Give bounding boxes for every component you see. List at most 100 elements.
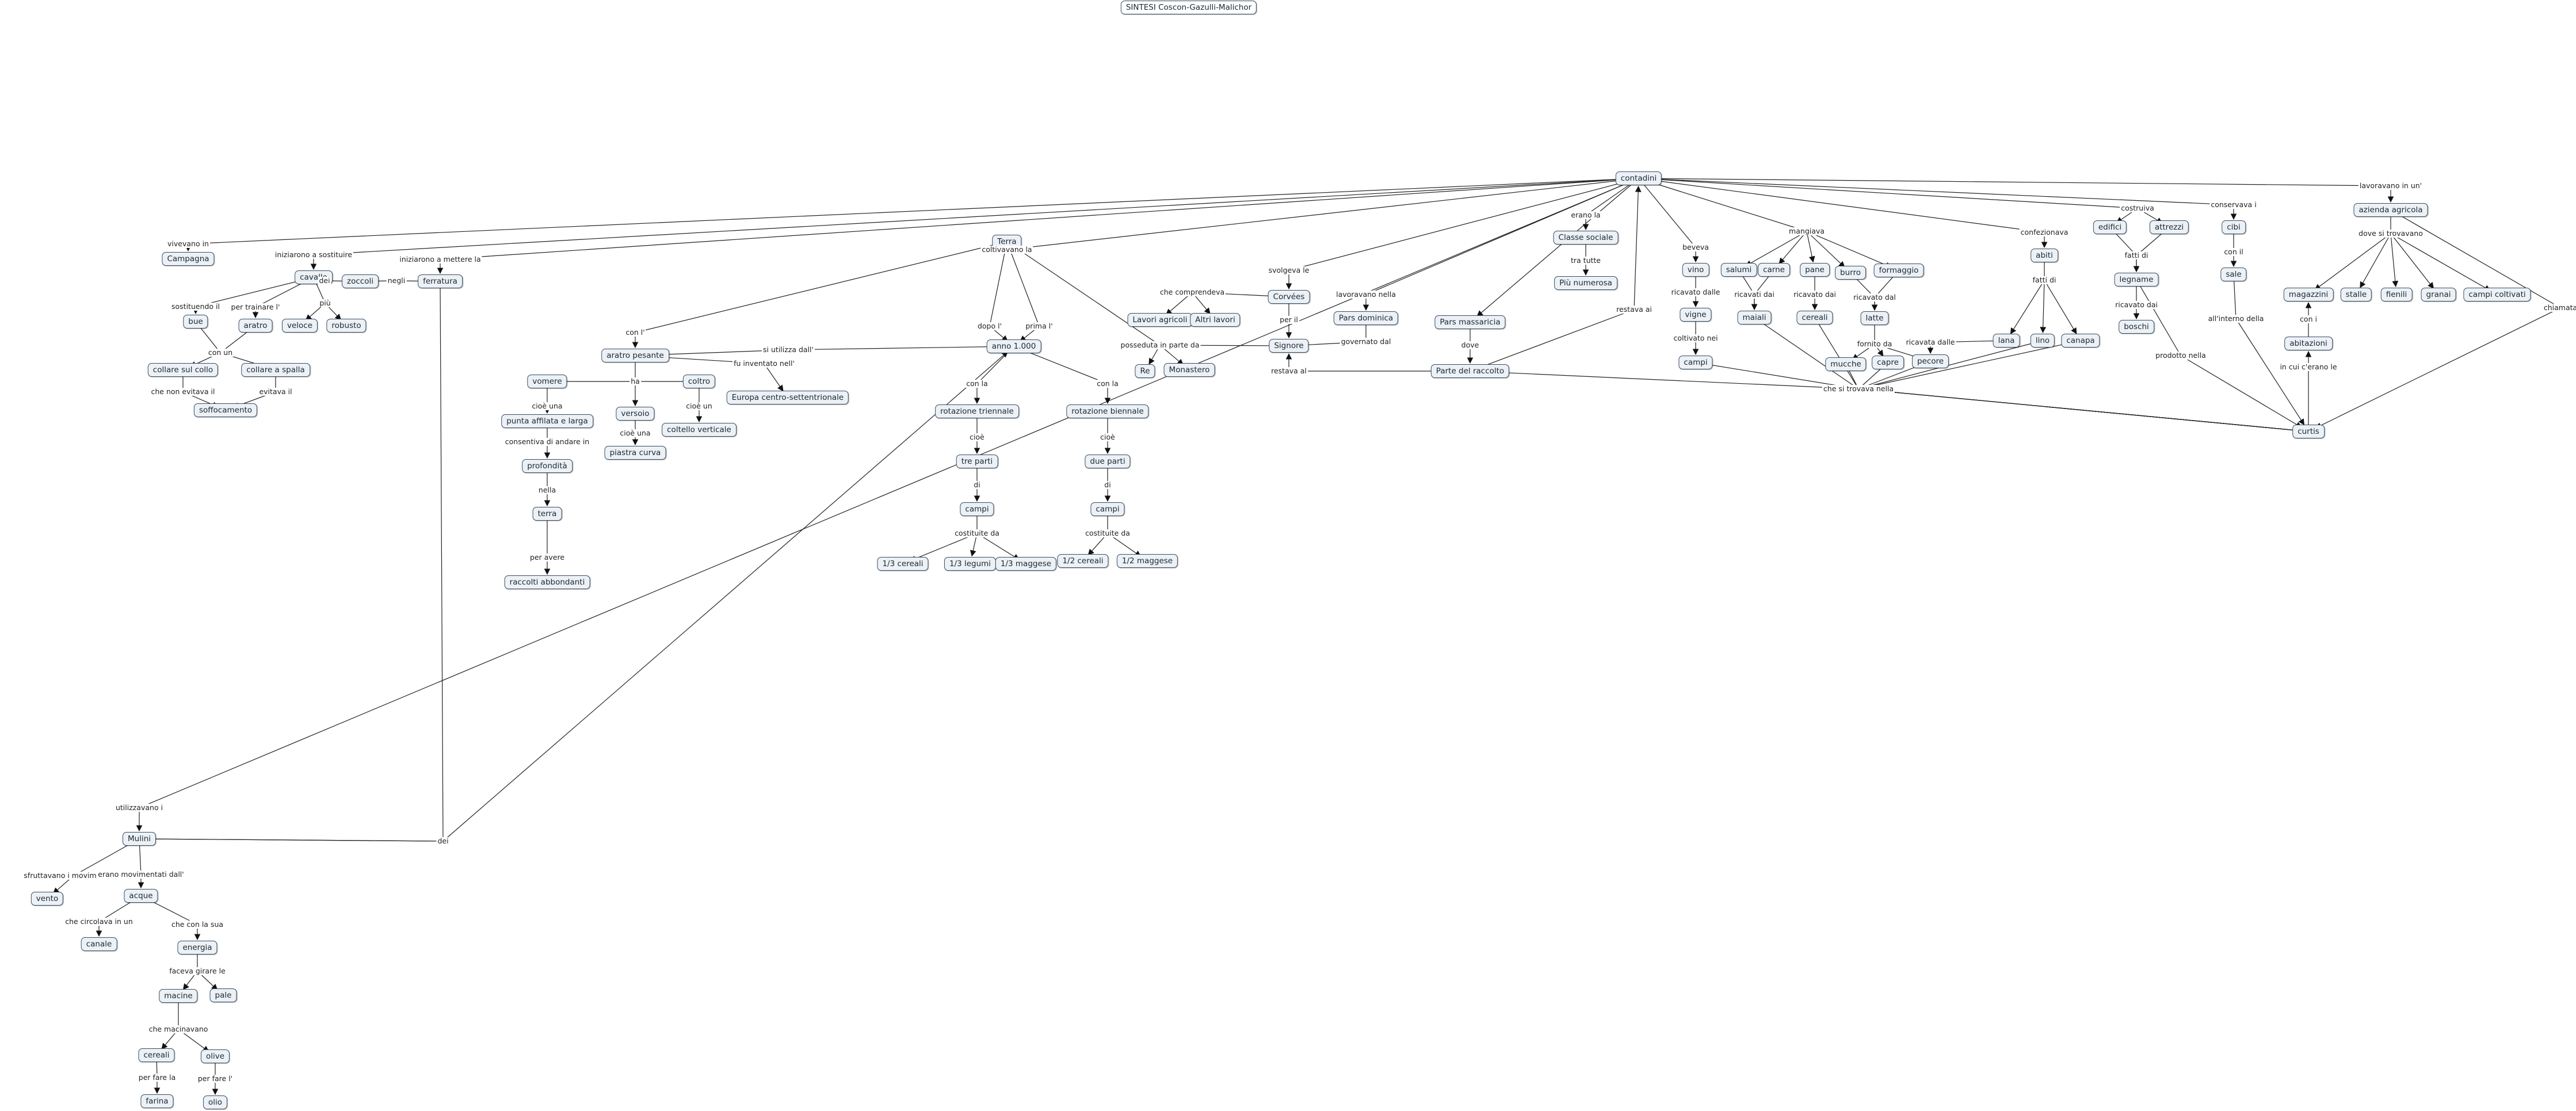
node-raccolti[interactable]: raccolti abbondanti (504, 575, 590, 589)
node-mulini[interactable]: Mulini (122, 832, 157, 846)
node-legname[interactable]: legname (2114, 273, 2159, 287)
node-re[interactable]: Re (1135, 364, 1155, 378)
node-cereali-b[interactable]: 1/2 cereali (1057, 554, 1109, 568)
link-label-che-si-trovava: che si trovava nella (1822, 384, 1895, 393)
node-attrezzi[interactable]: attrezzi (2149, 220, 2189, 234)
node-rot-biennale[interactable]: rotazione biennale (1066, 404, 1149, 418)
node-altri-lavori[interactable]: Altri lavori (1190, 313, 1241, 327)
node-maggese-b[interactable]: 1/2 maggese (1116, 554, 1178, 568)
node-piastra[interactable]: piastra curva (604, 446, 666, 460)
node-collare-spalla[interactable]: collare a spalla (241, 363, 310, 377)
node-collare-collo[interactable]: collare sul collo (147, 363, 219, 377)
link-label-cioe-un: cioè un (685, 402, 713, 410)
node-boschi[interactable]: boschi (2119, 320, 2154, 334)
node-coltello[interactable]: coltello verticale (662, 423, 736, 437)
node-veloce[interactable]: veloce (281, 319, 318, 333)
node-profondita[interactable]: profondità (522, 459, 573, 473)
node-olio[interactable]: olio (203, 1095, 228, 1109)
node-farina[interactable]: farina (140, 1094, 174, 1108)
node-legumi[interactable]: 1/3 legumi (944, 557, 997, 571)
node-terra2[interactable]: terra (532, 507, 562, 521)
node-rot-triennale[interactable]: rotazione triennale (935, 404, 1019, 418)
node-burro[interactable]: burro (1835, 266, 1866, 280)
link-label-negli: negli (386, 276, 407, 285)
node-pecore[interactable]: pecore (1911, 354, 1949, 368)
node-lavori-agricoli[interactable]: Lavori agricoli (1127, 313, 1193, 327)
link-label-coltivato-nei: coltivato nei (1672, 334, 1719, 342)
node-corvees[interactable]: Corvées (1268, 290, 1310, 304)
node-contadini[interactable]: contadini (1615, 171, 1662, 185)
node-salumi[interactable]: salumi (1720, 263, 1757, 277)
node-pars-dominica[interactable]: Pars dominica (1333, 311, 1399, 325)
link-label-cioe-una-b: cioè una (619, 429, 652, 437)
node-olive[interactable]: olive (200, 1049, 230, 1063)
node-punta-affilata[interactable]: punta affilata e larga (501, 414, 593, 428)
node-cereali-c[interactable]: cereali (1796, 311, 1833, 324)
node-maiali[interactable]: maiali (1737, 311, 1772, 324)
node-lana[interactable]: lana (1993, 334, 2020, 348)
node-pale[interactable]: pale (209, 988, 237, 1002)
node-abitazioni[interactable]: abitazioni (2284, 337, 2333, 350)
node-classe-sociale[interactable]: Classe sociale (1553, 231, 1619, 245)
node-robusto[interactable]: robusto (326, 319, 367, 333)
node-granai[interactable]: granai (2421, 288, 2456, 301)
node-fienili[interactable]: fienili (2380, 288, 2413, 301)
node-azienda[interactable]: azienda agricola (2353, 203, 2428, 217)
node-campi-coltivati[interactable]: campi coltivati (2463, 288, 2531, 301)
node-edifici[interactable]: edifici (2093, 220, 2127, 234)
node-canale[interactable]: canale (81, 937, 117, 951)
node-vento[interactable]: vento (30, 892, 64, 906)
node-energia[interactable]: energia (177, 941, 217, 955)
node-mucche[interactable]: mucche (1825, 357, 1867, 371)
node-lino[interactable]: lino (2030, 334, 2055, 348)
node-signore[interactable]: Signore (1269, 339, 1309, 353)
node-coltro[interactable]: coltro (682, 375, 716, 388)
node-aratro-pesante[interactable]: aratro pesante (601, 349, 669, 362)
node-parte-raccolto[interactable]: Parte del raccolto (1430, 364, 1510, 378)
node-cibi[interactable]: cibi (2222, 220, 2246, 234)
node-monastero[interactable]: Monastero (1163, 363, 1215, 377)
node-piu-numerosa[interactable]: Più numerosa (1554, 276, 1617, 290)
node-abiti[interactable]: abiti (2031, 249, 2058, 262)
node-soffocamento[interactable]: soffocamento (193, 403, 258, 417)
node-vigne[interactable]: vigne (1680, 308, 1712, 322)
node-aratro[interactable]: aratro (238, 319, 273, 333)
link-label-utilizzavano-i: utilizzavano i (114, 803, 165, 812)
node-europa[interactable]: Europa centro-settentrionale (726, 391, 849, 404)
node-campagna[interactable]: Campagna (162, 252, 215, 266)
node-curtis[interactable]: curtis (2292, 425, 2325, 438)
node-formaggio[interactable]: formaggio (1873, 264, 1924, 277)
node-campi-a[interactable]: campi (960, 502, 994, 516)
node-canapa[interactable]: canapa (2061, 334, 2100, 348)
node-carne[interactable]: carne (1758, 263, 1790, 277)
node-macine[interactable]: macine (159, 989, 198, 1003)
node-vino[interactable]: vino (1682, 263, 1709, 277)
node-stalle[interactable]: stalle (2340, 288, 2372, 301)
node-pars-massaricia[interactable]: Pars massaricia (1434, 315, 1506, 329)
node-magazzini[interactable]: magazzini (2283, 288, 2334, 301)
node-vomere[interactable]: vomere (527, 375, 567, 388)
node-cereali-a[interactable]: 1/3 cereali (877, 557, 929, 571)
link-label-all-interno: all'interno della (2207, 314, 2265, 323)
edge-contadini-carne-b (1779, 231, 1807, 265)
node-capre[interactable]: capre (1872, 356, 1904, 369)
node-zoccoli[interactable]: zoccoli (342, 274, 379, 288)
link-label-ha: ha (629, 377, 641, 385)
node-versoio[interactable]: versoio (616, 407, 655, 421)
link-label-dove: dove (1460, 341, 1480, 349)
node-campi-c[interactable]: campi (1678, 356, 1713, 369)
node-title-box[interactable]: SINTESI Coscon-Gazulli-Malichor (1120, 1, 1257, 14)
node-cereali-d[interactable]: cereali (138, 1048, 175, 1062)
node-pane[interactable]: pane (1800, 263, 1830, 277)
node-campi-b[interactable]: campi (1090, 502, 1125, 516)
node-maggese-a[interactable]: 1/3 maggese (995, 557, 1057, 571)
node-bue[interactable]: bue (183, 315, 208, 329)
node-tre-parti[interactable]: tre parti (956, 455, 998, 468)
node-sale[interactable]: sale (2220, 268, 2247, 281)
node-anno1000[interactable]: anno 1.000 (986, 339, 1041, 353)
node-due-parti[interactable]: due parti (1085, 455, 1131, 468)
edge-cereali-c-curtis-a (1814, 317, 1859, 390)
node-acque[interactable]: acque (124, 889, 158, 903)
node-latte[interactable]: latte (1860, 311, 1889, 325)
node-ferratura[interactable]: ferratura (418, 274, 463, 288)
